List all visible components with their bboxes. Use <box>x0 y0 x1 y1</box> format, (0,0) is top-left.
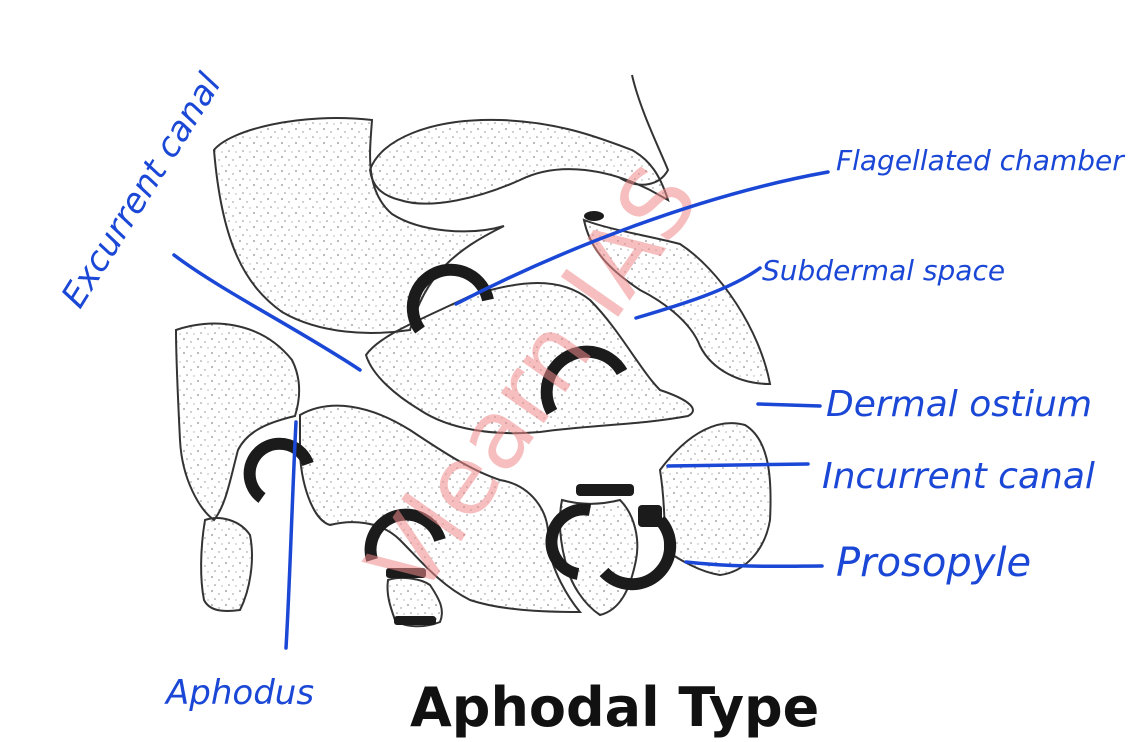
label-aphodus: Aphodus <box>164 673 314 713</box>
tissue-top-lobe <box>368 118 670 205</box>
chamber-left <box>243 437 314 503</box>
leader-lines <box>172 170 830 650</box>
label-subdermal-space: Subdermal space <box>762 254 1005 287</box>
pore-cap-stalk-bottom <box>394 616 436 625</box>
label-incurrent-canal: Incurrent canal <box>822 456 1095 497</box>
tissue-left-edge <box>200 517 253 612</box>
leader-aphodus <box>284 420 298 650</box>
chamber-lower-right <box>545 503 592 580</box>
chamber-prosopyle <box>599 515 677 591</box>
tissue-lower-right <box>658 422 772 577</box>
leader-flagellated-chamber <box>454 170 830 306</box>
leader-excurrent-canal <box>172 253 362 372</box>
diagram-title: Aphodal Type <box>410 676 819 739</box>
tissue-lower-left <box>174 322 301 522</box>
pore-cap-upper <box>576 484 634 496</box>
leader-incurrent-canal <box>666 462 810 468</box>
tissue-stalk <box>386 576 443 628</box>
leader-prosopyle <box>684 560 824 569</box>
flagellated-chambers <box>243 263 677 591</box>
pore-cap-right <box>638 505 662 527</box>
label-excurrent-canal: Excurrent canal <box>54 66 230 315</box>
chamber-lower-middle <box>364 508 446 562</box>
label-prosopyle: Prosopyle <box>836 540 1031 586</box>
chamber-middle <box>540 345 628 415</box>
leader-dermal-ostium <box>756 402 822 408</box>
chamber-upper <box>406 263 494 334</box>
tissue-lower-middle <box>299 404 583 614</box>
pore-cap-stalk-top <box>386 568 426 578</box>
label-dermal-ostium: Dermal ostium <box>826 384 1092 425</box>
ostium-dot <box>584 211 604 221</box>
leader-subdermal-space <box>634 266 762 320</box>
cavity-outline <box>619 74 670 186</box>
pore-caps <box>386 211 662 625</box>
label-flagellated-chamber: Flagellated chamber <box>836 144 1125 177</box>
tissue-right-column <box>582 218 772 386</box>
